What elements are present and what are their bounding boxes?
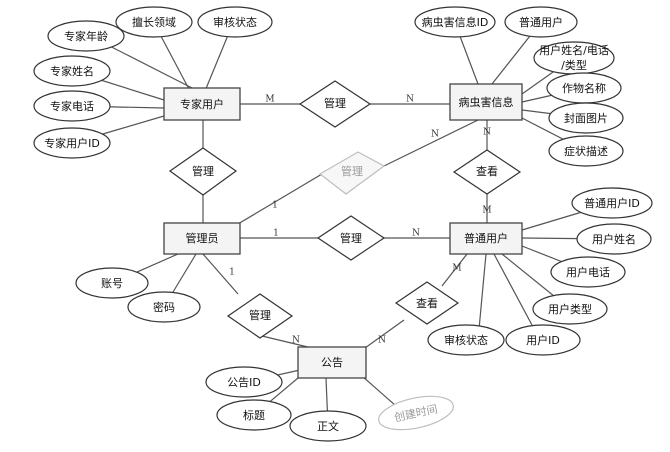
attribute-notice-body-label: 正文: [317, 419, 339, 433]
attribute-user-phone: 用户电话: [550, 256, 626, 288]
attribute-user-phone-label: 用户电话: [566, 265, 610, 279]
relationship-admin-manage-notice: 管理: [226, 293, 294, 339]
attribute-expert-status: 审核状态: [197, 6, 273, 38]
attribute-user-status-label: 审核状态: [444, 333, 488, 347]
attribute-pest-cover: 封面图片: [548, 102, 624, 134]
attribute-expert-id: 专家用户ID: [33, 127, 111, 159]
cardinality-expert-manage: M: [265, 95, 274, 105]
attribute-notice-time: 创建时间: [378, 395, 454, 431]
attribute-expert-phone-label: 专家电话: [50, 99, 94, 113]
attribute-pest-id: 病虫害信息ID: [414, 6, 496, 38]
attribute-expert-name-label: 专家姓名: [50, 64, 94, 78]
attribute-pest-crop: 作物名称: [546, 72, 622, 104]
relationship-admin-manage-user: 管理: [316, 215, 386, 261]
relationship-expert-manage-pest: 管理: [298, 80, 372, 128]
cardinality-manage-user: N: [412, 229, 420, 239]
relationship-admin-manage-pest: 管理: [318, 151, 386, 195]
attribute-pest-crop-label: 作物名称: [562, 81, 606, 95]
attribute-notice-id-label: 公告ID: [227, 376, 261, 389]
cardinality-admin-manage-notice: 1: [229, 268, 235, 278]
attribute-admin-account: 账号: [75, 267, 149, 299]
cardinality-view-user: M: [482, 206, 491, 216]
entity-expert-user: 专家用户: [163, 87, 241, 121]
attribute-user-name: 用户姓名: [576, 223, 652, 255]
cardinality-pest-view: N: [483, 128, 491, 138]
relationship-admin-manage-expert-label: 管理: [192, 164, 214, 178]
attribute-expert-status-label: 审核状态: [213, 15, 257, 29]
cardinality-labels: M N N 1 N M 1 N 1 N N M: [229, 95, 491, 346]
attribute-pest-user: 普通用户: [504, 6, 578, 38]
attribute-user-type-label: 用户类型: [548, 302, 592, 316]
attribute-expert-age-label: 专家年龄: [64, 29, 108, 43]
attribute-pest-user-label: 普通用户: [519, 15, 563, 29]
entity-admin: 管理员: [163, 222, 241, 255]
attribute-user-id-top-label: 普通用户ID: [584, 196, 640, 210]
relationship-user-view-pest: 查看: [452, 149, 522, 195]
attribute-user-id-label: 用户ID: [526, 333, 560, 347]
attribute-expert-age: 专家年龄: [47, 20, 125, 52]
attribute-pest-symptom: 症状描述: [548, 135, 624, 167]
attribute-admin-password: 密码: [127, 291, 201, 323]
relationship-admin-manage-user-label: 管理: [340, 231, 362, 245]
relationship-admin-manage-pest-label: 管理: [341, 164, 363, 178]
entity-expert-user-label: 专家用户: [180, 97, 224, 111]
entity-admin-label: 管理员: [186, 231, 219, 245]
attribute-pest-id-label: 病虫害信息ID: [422, 15, 489, 29]
attribute-expert-id-label: 专家用户ID: [44, 136, 100, 150]
cardinality-view-notice: N: [378, 336, 386, 346]
cardinality-admin-manage-user: 1: [273, 229, 279, 239]
attribute-admin-password-label: 密码: [153, 300, 175, 314]
relationship-expert-manage-pest-label: 管理: [324, 96, 346, 110]
attribute-pest-user-info-line2: /类型: [561, 58, 587, 72]
attribute-notice-title: 标题: [216, 399, 292, 431]
relationship-user-view-notice: 查看: [394, 281, 460, 325]
entity-normal-user-label: 普通用户: [464, 231, 508, 245]
cardinality-faded-manage-admin: 1: [272, 201, 278, 211]
attribute-notice-title-label: 标题: [243, 408, 265, 422]
attribute-pest-user-info-line1: 用户姓名/电话: [539, 43, 609, 57]
attribute-user-name-label: 用户姓名: [592, 232, 636, 246]
relationship-admin-manage-notice-label: 管理: [249, 308, 271, 322]
attribute-pest-user-info: 用户姓名/电话 /类型: [533, 41, 615, 75]
entity-pest-info: 病虫害信息: [449, 83, 523, 121]
relationship-admin-manage-expert: 管理: [168, 147, 238, 196]
attribute-expert-phone: 专家电话: [33, 90, 111, 122]
cardinality-manage-pest: N: [406, 95, 414, 105]
entity-pest-info-label: 病虫害信息: [459, 95, 514, 109]
cardinality-manage-notice: N: [292, 336, 300, 346]
attribute-user-id-top: 普通用户ID: [571, 187, 653, 219]
attribute-user-id: 用户ID: [505, 324, 581, 356]
relationship-user-view-pest-label: 查看: [476, 164, 498, 178]
cardinality-pest-faded-manage: N: [431, 130, 439, 140]
attribute-user-status: 审核状态: [427, 324, 505, 356]
attribute-expert-field-label: 擅长领域: [132, 15, 176, 29]
cardinality-user-view-notice: M: [452, 264, 461, 274]
attribute-expert-field: 擅长领域: [115, 6, 193, 38]
entity-normal-user: 普通用户: [449, 222, 523, 255]
attribute-expert-name: 专家姓名: [33, 55, 111, 87]
attribute-notice-body: 正文: [289, 410, 367, 442]
relationship-user-view-notice-label: 查看: [416, 296, 438, 310]
entity-notice: 公告: [297, 346, 367, 379]
attribute-pest-symptom-label: 症状描述: [564, 144, 608, 158]
entity-notice-label: 公告: [321, 356, 343, 369]
attribute-notice-id: 公告ID: [205, 366, 283, 398]
attribute-admin-account-label: 账号: [101, 277, 123, 290]
attribute-pest-cover-label: 封面图片: [564, 111, 608, 125]
attribute-user-type: 用户类型: [532, 293, 608, 325]
